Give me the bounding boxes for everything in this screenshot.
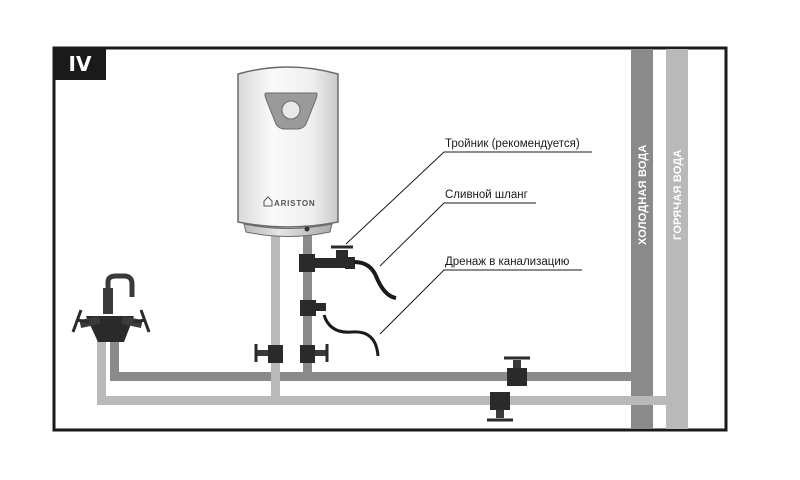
panel-number: IV [69,52,92,76]
tee-label: Тройник (рекомендуется) [445,138,580,150]
hose-icon [353,260,397,300]
valve-icon [487,392,513,422]
mixer-tap-icon [71,273,151,342]
cold-water-label: ХОЛОДНАЯ ВОДА [637,144,649,245]
valve-icon [504,356,530,386]
tee-leader-line [345,151,592,245]
drain-hose-leader-line [379,202,536,267]
tap-cold-feed [110,340,119,381]
cold-water-pipe [110,372,632,381]
cold-water-riser [631,49,653,429]
drainage-leader-line [379,269,582,335]
hot-water-label: ГОРЯЧАЯ ВОДА [672,149,684,240]
drain-hose-label: Сливной шланг [445,189,528,201]
tap-hot-feed [97,340,106,405]
hot-water-riser [666,49,688,429]
water-heater-icon: ARISTON [237,66,339,237]
tee-icon [300,300,326,316]
tee-icon [299,245,355,272]
diagram-frame [52,46,728,432]
valve-icon [254,344,283,363]
hot-water-pipe [97,396,667,405]
valve-icon [300,344,329,363]
drainage-label: Дренаж в канализацию [445,256,570,268]
panel-number-badge: IV [54,48,106,80]
hose-icon [322,314,380,357]
heater-hot-outlet-pipe [271,235,280,405]
heater-brand: ARISTON [274,199,315,208]
